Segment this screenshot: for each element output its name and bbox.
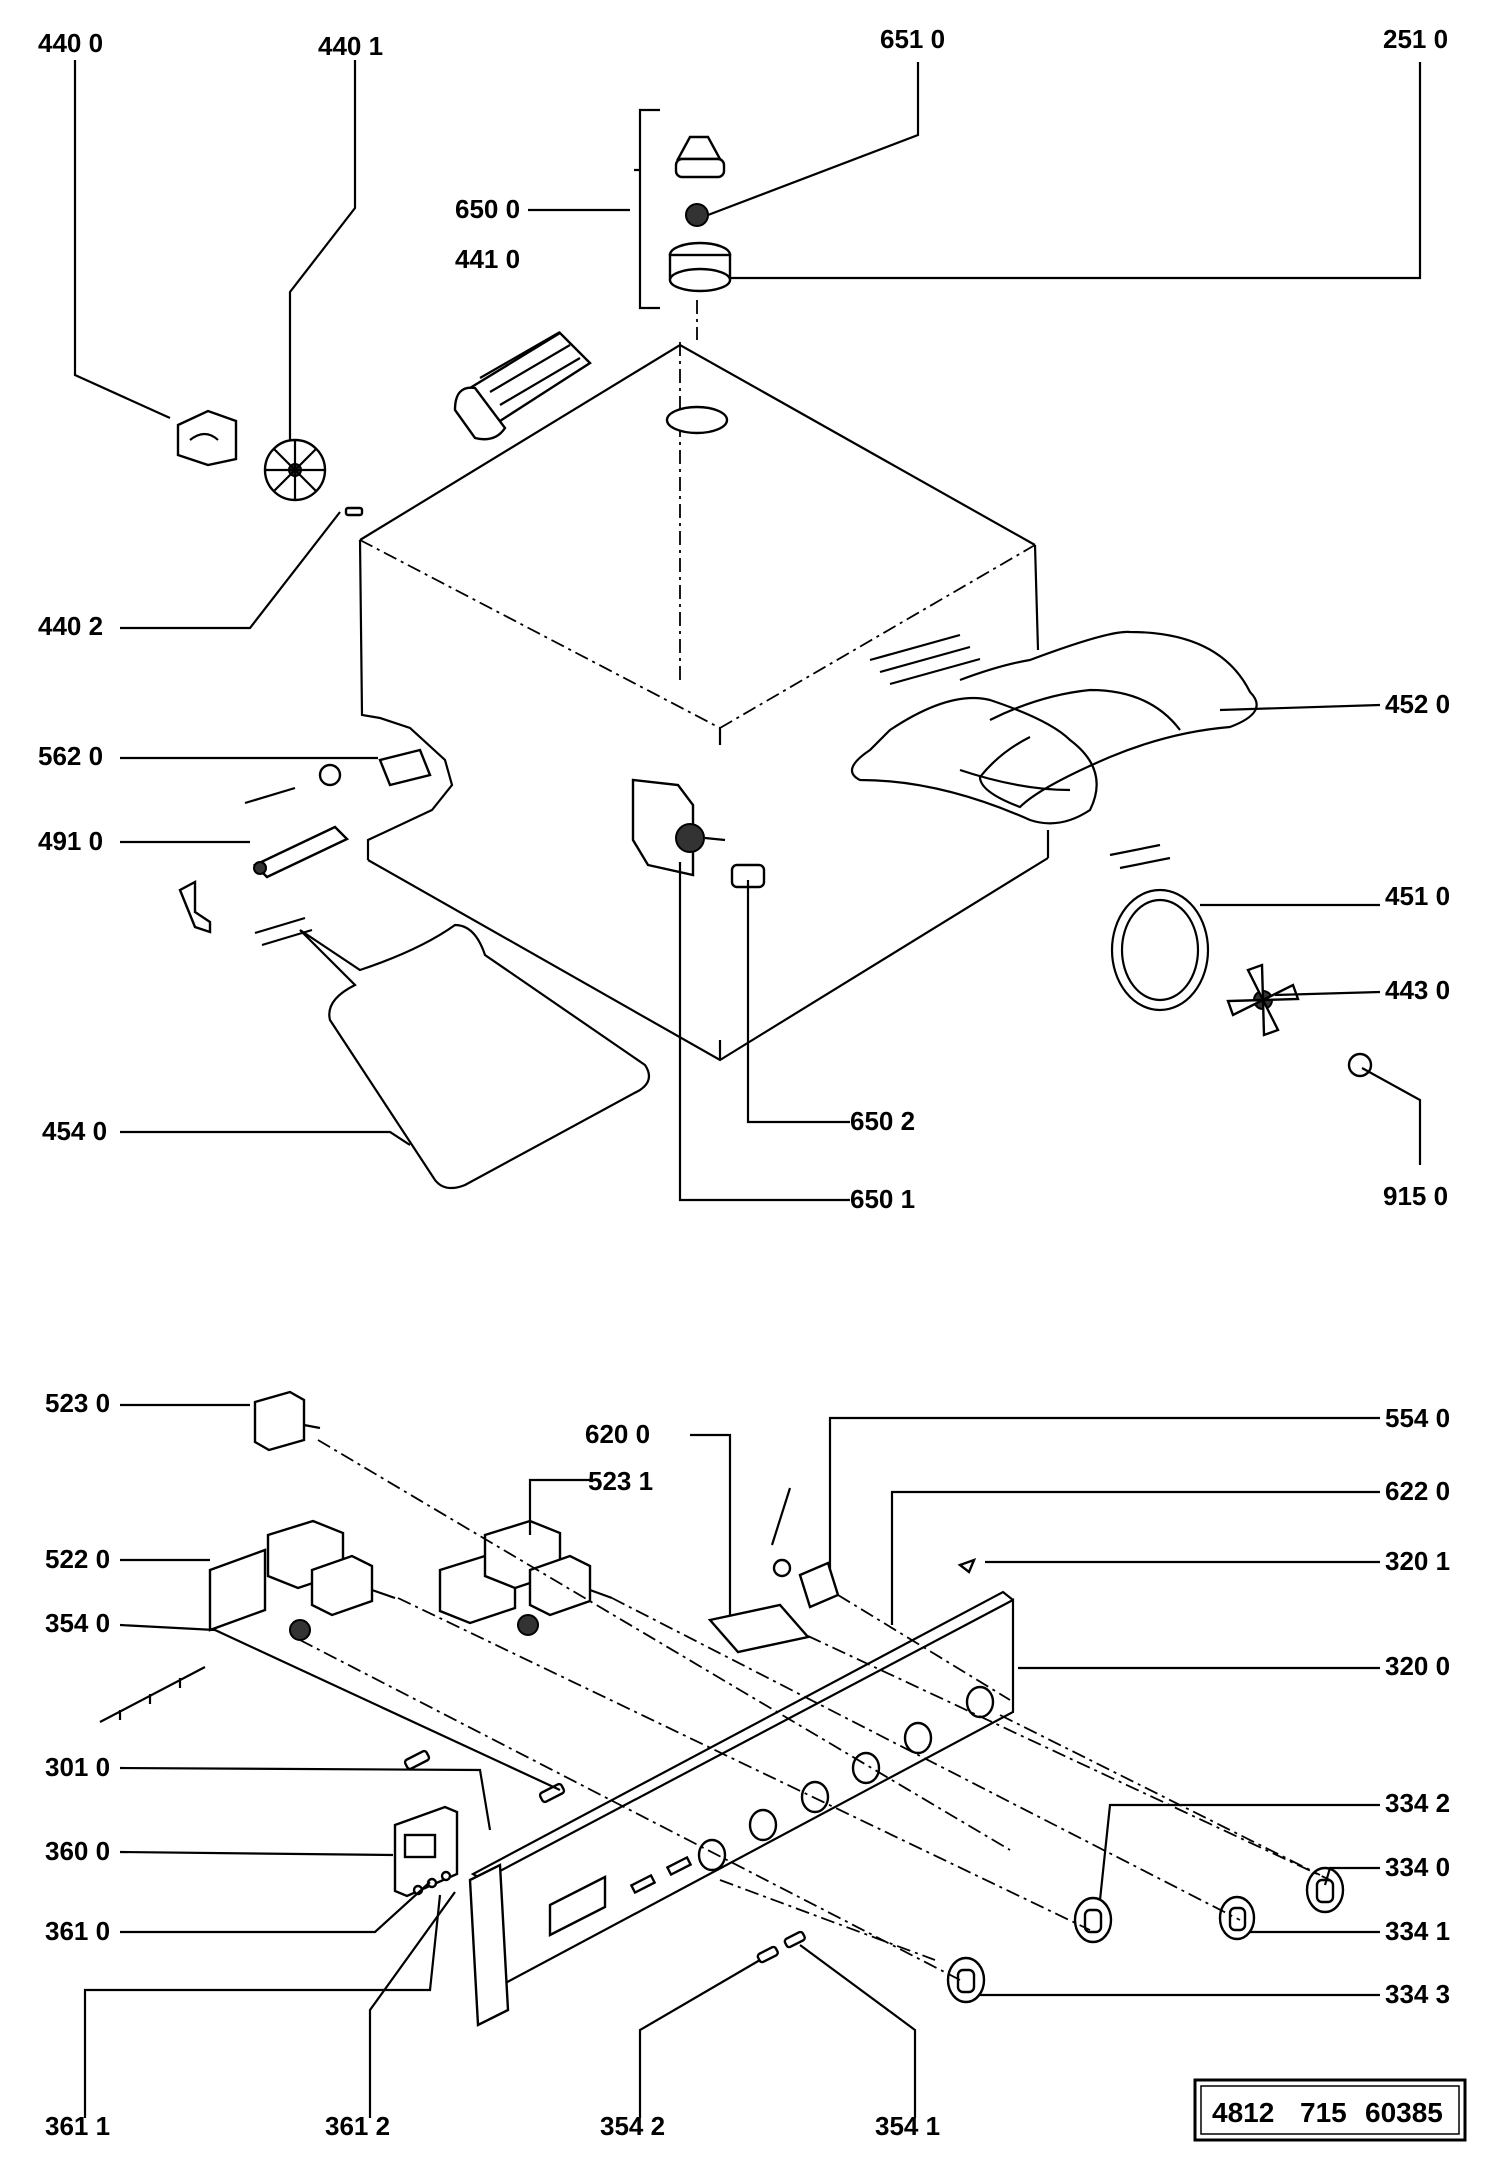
doc-code-part-3: 60385 — [1365, 2097, 1443, 2128]
label-523-0: 523 0 — [45, 1388, 110, 1418]
label-554-0: 554 0 — [1385, 1403, 1450, 1433]
switch-block-523-1 — [438, 1519, 613, 1636]
lamp-assembly — [634, 108, 732, 340]
label-650-0: 650 0 — [455, 194, 520, 224]
nut — [1347, 1052, 1373, 1078]
part-labels: 440 0 440 1 651 0 251 0 650 0 441 0 440 … — [38, 24, 1450, 2141]
label-361-1: 361 1 — [45, 2111, 110, 2141]
bottom-leaders — [83, 1403, 1380, 2118]
label-360-0: 360 0 — [45, 1836, 110, 1866]
label-334-3: 334 3 — [1385, 1979, 1450, 2009]
label-452-0: 452 0 — [1385, 689, 1450, 719]
doc-code-part-2: 715 — [1300, 2097, 1347, 2128]
terminal-block — [252, 825, 350, 879]
label-454-0: 454 0 — [42, 1116, 107, 1146]
label-354-2: 354 2 — [600, 2111, 665, 2141]
pin-354-1 — [783, 1930, 806, 1949]
label-651-0: 651 0 — [880, 24, 945, 54]
label-443-0: 443 0 — [1385, 975, 1450, 1005]
label-361-0: 361 0 — [45, 1916, 110, 1946]
label-440-2: 440 2 — [38, 611, 103, 641]
fan-bracket — [176, 409, 238, 467]
label-440-0: 440 0 — [38, 28, 103, 58]
lower-element — [254, 916, 651, 1190]
terminal-620 — [707, 1603, 811, 1654]
knob-334-3 — [946, 1956, 986, 2004]
switch-block-523-0 — [253, 1390, 321, 1452]
timer — [393, 1805, 459, 1898]
oven-cavity — [358, 340, 1050, 1062]
switch-block-522-0 — [208, 1519, 396, 1641]
label-650-1: 650 1 — [850, 1184, 915, 1214]
fan-motor — [453, 331, 592, 441]
top-leaders — [73, 60, 1422, 1202]
label-354-1: 354 1 — [875, 2111, 940, 2141]
label-441-0: 441 0 — [455, 244, 520, 274]
label-522-0: 522 0 — [45, 1544, 110, 1574]
label-334-0: 334 0 — [1385, 1852, 1450, 1882]
thermostat — [631, 778, 726, 877]
fan-blade — [1226, 963, 1300, 1037]
label-334-2: 334 2 — [1385, 1788, 1450, 1818]
label-354-0: 354 0 — [45, 1608, 110, 1638]
pin-3010 — [403, 1749, 431, 1771]
label-562-0: 562 0 — [38, 741, 103, 771]
label-251-0: 251 0 — [1383, 24, 1448, 54]
pin-354-2 — [756, 1945, 779, 1964]
grill-element — [850, 630, 1258, 825]
rail — [99, 1666, 206, 1723]
label-440-1: 440 1 — [318, 31, 383, 61]
label-491-0: 491 0 — [38, 826, 103, 856]
doc-code-part-1: 4812 — [1212, 2097, 1274, 2128]
label-301-0: 301 0 — [45, 1752, 110, 1782]
knob-334-2 — [1073, 1896, 1113, 1944]
switch — [244, 748, 432, 805]
circular-element — [1109, 843, 1210, 1012]
label-620-0: 620 0 — [585, 1419, 650, 1449]
knob-334-0 — [1305, 1866, 1345, 1914]
label-650-2: 650 2 — [850, 1106, 915, 1136]
label-523-1: 523 1 — [588, 1466, 653, 1496]
label-915-0: 915 0 — [1383, 1181, 1448, 1211]
label-361-2: 361 2 — [325, 2111, 390, 2141]
label-622-0: 622 0 — [1385, 1476, 1450, 1506]
small-pin — [344, 506, 364, 517]
switch-554 — [770, 1487, 840, 1609]
label-334-1: 334 1 — [1385, 1916, 1450, 1946]
screw-320-1 — [957, 1557, 977, 1574]
clip — [178, 880, 212, 934]
label-320-0: 320 0 — [1385, 1651, 1450, 1681]
label-320-1: 320 1 — [1385, 1546, 1450, 1576]
label-451-0: 451 0 — [1385, 881, 1450, 911]
control-panel — [468, 1590, 1015, 2027]
assembly-lines — [299, 1439, 1331, 1981]
document-code-box: 4812 715 60385 — [1193, 2078, 1467, 2142]
small-fan — [263, 438, 327, 502]
